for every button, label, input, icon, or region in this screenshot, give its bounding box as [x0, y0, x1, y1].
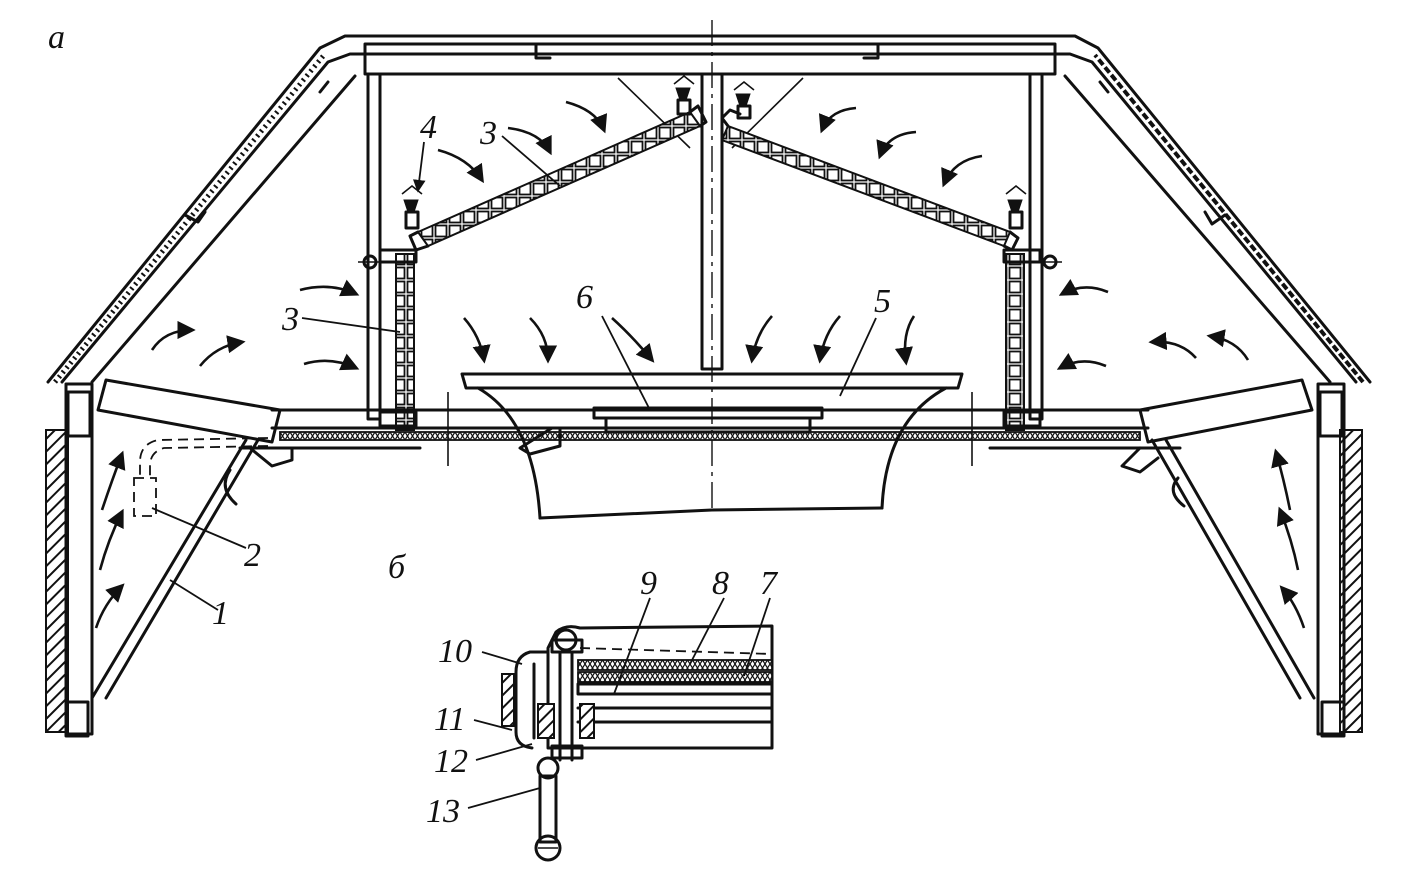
air-diffuser	[460, 372, 964, 520]
roof-outer-shell	[46, 34, 1372, 384]
callout-2: 2	[244, 537, 261, 574]
leader-lines	[151, 135, 877, 809]
callout-12: 12	[434, 743, 468, 780]
callout-1: 1	[212, 595, 229, 632]
callout-13: 13	[426, 793, 460, 830]
callout-8: 8	[712, 565, 729, 602]
callout-10: 10	[438, 633, 472, 670]
filter-panel-side-right	[1002, 248, 1062, 431]
labels: а б 1 2 3 3 4 5 6 7 8 9 10 11 12 13	[48, 19, 891, 830]
dashed-duct-element	[133, 437, 269, 517]
airflow-arrows	[94, 100, 1306, 629]
central-post	[700, 20, 724, 512]
callout-7: 7	[760, 565, 779, 602]
spray-nozzle-left-low	[401, 184, 423, 230]
callout-3-left: 3	[281, 301, 299, 338]
callout-4: 4	[420, 109, 437, 146]
callout-3-top: 3	[479, 115, 497, 152]
callout-11: 11	[434, 701, 465, 738]
spray-nozzle-right-high	[733, 80, 755, 120]
right-side-wall	[1120, 378, 1363, 738]
panel-label-b: б	[388, 549, 407, 586]
spray-nozzle-left-high	[673, 74, 695, 116]
detail-section	[501, 624, 774, 862]
callout-6: 6	[576, 279, 593, 316]
filter-panel-side-left	[358, 248, 418, 431]
callout-9: 9	[640, 565, 657, 602]
spray-nozzle-right-low	[1005, 184, 1027, 230]
filter-panel-upper-right	[720, 108, 1020, 252]
panel-label-a: а	[48, 19, 65, 56]
diffuser-grille	[592, 406, 824, 434]
filter-panel-upper-left	[408, 104, 708, 252]
callout-5: 5	[874, 283, 891, 320]
left-side-wall	[45, 378, 294, 738]
